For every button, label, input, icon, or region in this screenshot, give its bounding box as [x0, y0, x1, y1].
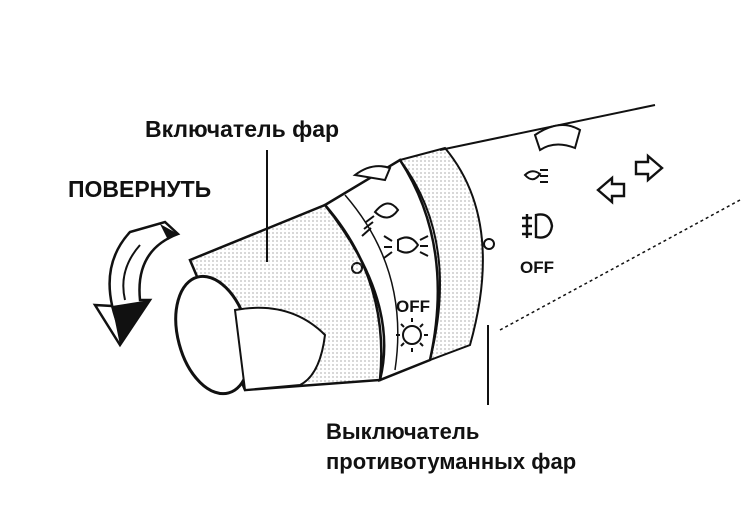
headlight-knob [174, 165, 392, 396]
fog-switch-label-line1: Выключатель [326, 419, 480, 444]
fog-ring-marker [483, 238, 495, 250]
stalk-tip-icon [533, 124, 582, 152]
rotate-label: ПОВЕРНУТЬ [68, 176, 212, 202]
fog-off-text: OFF [520, 258, 554, 277]
low-beam-icon [383, 235, 429, 259]
fog-light-icon [523, 169, 548, 183]
fog-switch-label-line2: противотуманных фар [326, 449, 577, 474]
turn-signal-arrows-icon [596, 153, 664, 205]
headlight-off-text: OFF [396, 297, 430, 316]
stalk-body [439, 104, 750, 335]
parking-light-icon [396, 318, 428, 352]
high-beam-icon [361, 202, 400, 237]
fog-switch-label: Выключатель противотуманных фар [326, 417, 576, 477]
rotate-arrow-icon [92, 220, 181, 348]
headlight-switch-label: Включатель фар [145, 116, 340, 142]
rear-fog-icon [522, 213, 554, 239]
